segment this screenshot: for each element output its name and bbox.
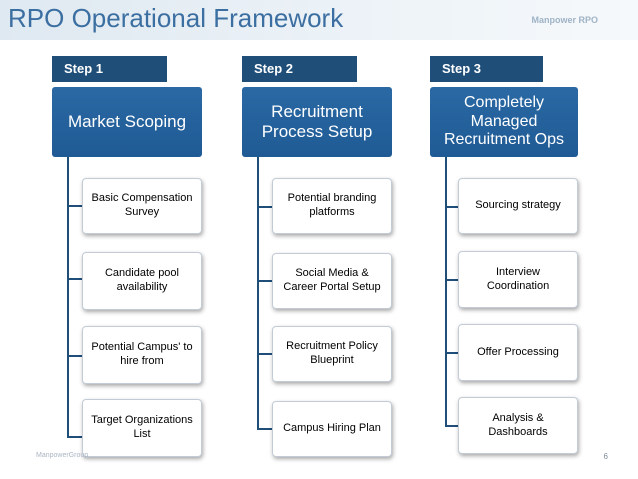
step-1-tab: Step 1	[52, 56, 167, 82]
step-2-item-3: Recruitment Policy Blueprint	[272, 326, 392, 382]
step-2-item-1: Potential branding platforms	[272, 178, 392, 234]
step-2-item-4: Campus Hiring Plan	[272, 401, 392, 457]
step-3-branch-4	[445, 425, 458, 427]
header-bar: RPO Operational Framework Manpower RPO	[0, 0, 638, 40]
step-3-branch-2	[445, 279, 458, 281]
step-1-item-1: Basic Compensation Survey	[82, 178, 202, 234]
step-1-item-2: Candidate pool availability	[82, 252, 202, 310]
page-number: 6	[603, 452, 608, 461]
step-2-title: Recruitment Process Setup	[261, 102, 373, 141]
brand-label: Manpower RPO	[531, 15, 598, 25]
step-1-item-3: Potential Campus' to hire from	[82, 326, 202, 384]
step-3-title: Completely Managed Recruitment Ops	[443, 94, 565, 149]
step-3-branch-1	[445, 206, 458, 208]
step-1-item-4: Target Organizations List	[82, 399, 202, 457]
step-3-item-3: Offer Processing	[458, 324, 578, 381]
step-1-connector	[67, 157, 69, 437]
step-1-title: Market Scoping	[67, 112, 187, 131]
step-1-branch-4	[67, 436, 82, 438]
step-3-item-1: Sourcing strategy	[458, 178, 578, 234]
step-3-tab: Step 3	[430, 56, 543, 82]
step-2-tab: Step 2	[242, 56, 357, 82]
step-3-title-box: Completely Managed Recruitment Ops	[430, 87, 578, 157]
step-1-branch-2	[67, 278, 82, 280]
step-3-connector	[445, 157, 447, 427]
step-2-branch-4	[257, 428, 272, 430]
step-2-branch-2	[257, 280, 272, 282]
step-3-item-2: Interview Coordination	[458, 251, 578, 308]
step-2-branch-3	[257, 353, 272, 355]
step-3-item-4: Analysis & Dashboards	[458, 397, 578, 454]
step-2-connector	[257, 157, 259, 429]
step-1-title-box: Market Scoping	[52, 87, 202, 157]
page-title: RPO Operational Framework	[8, 3, 344, 33]
step-1-branch-3	[67, 355, 82, 357]
step-1-branch-1	[67, 205, 82, 207]
step-2-branch-1	[257, 206, 272, 208]
footer-company: ManpowerGroup	[36, 452, 89, 459]
step-3-branch-3	[445, 352, 458, 354]
step-2-item-2: Social Media & Career Portal Setup	[272, 253, 392, 309]
step-2-title-box: Recruitment Process Setup	[242, 87, 392, 157]
